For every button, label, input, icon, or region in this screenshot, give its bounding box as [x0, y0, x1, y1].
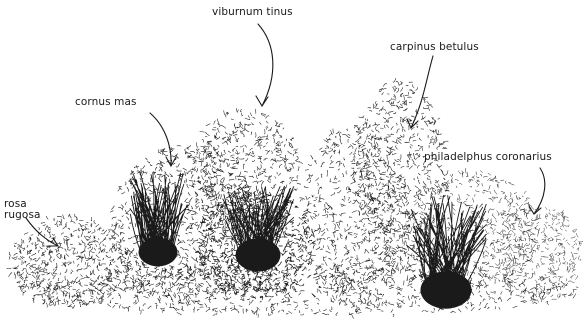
label-rosa-line2: rugosa [4, 210, 41, 221]
foliage-texture [7, 78, 583, 318]
label-cornus-mas: cornus mas [75, 97, 137, 108]
label-viburnum-tinus: viburnum tinus [212, 7, 293, 18]
foliage-mass [497, 205, 583, 302]
grass-tuft-right [406, 196, 486, 309]
foliage-mass [299, 125, 413, 306]
arrow-philadelphus [534, 168, 545, 214]
ornamental-grasses [130, 172, 486, 308]
label-rosa-rugosa: rosa rugosa [4, 199, 41, 221]
label-philadelphus-coronarius: philadelphus coronarius [424, 152, 552, 163]
label-carpinus-betulus: carpinus betulus [390, 42, 479, 53]
arrow-viburnum [258, 24, 273, 106]
grass-tuft-left [130, 172, 189, 266]
arrow-cornus [150, 113, 171, 166]
foliage-mass [7, 214, 131, 308]
